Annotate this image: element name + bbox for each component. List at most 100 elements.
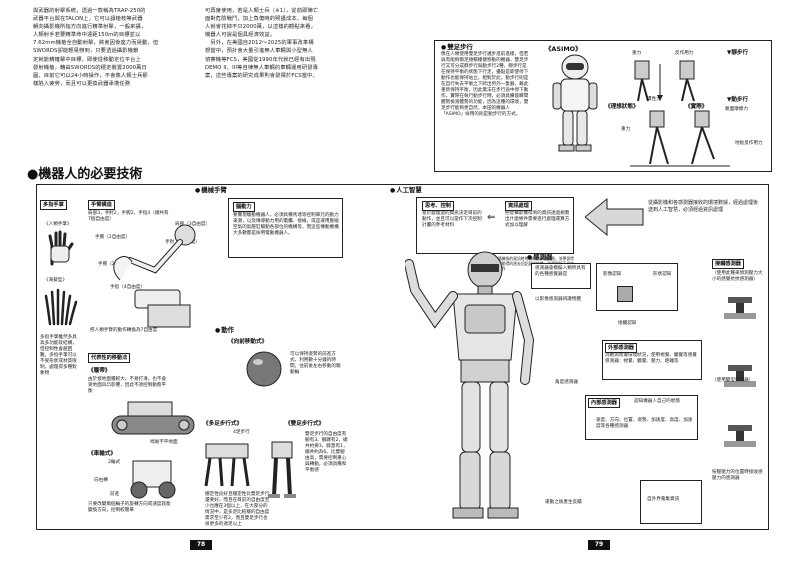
- intro-text-left: 與武器的射擊系統，透過一款稱為TRAP-250的 武器平台與在TALON上，它可…: [33, 7, 198, 88]
- strain-desc: （使用變型感測器）: [712, 378, 754, 383]
- motion-feedback-label: 運動之後產生反饋: [545, 500, 582, 505]
- dynamic-walk-diagram: [630, 110, 730, 167]
- external-sensor-desc: 為觀測周遭環境狀況，使用視覺、觸覺等感覺感測器：視覺、觸覺、壓力、距離等: [605, 353, 697, 364]
- external-sensor-box: 外部感測器 為觀測周遭環境狀況，使用視覺、觸覺等感覺感測器：視覺、觸覺、壓力、距…: [602, 340, 702, 380]
- crawler-robot-icon: [111, 401, 195, 435]
- arm-section-label: 機械手臂: [195, 185, 227, 194]
- sensor-section-label: 感測器: [527, 252, 552, 261]
- inertia-label: 慣性力: [647, 97, 661, 102]
- camera-sensor-desc: 以影像感測器辨識物體: [535, 297, 581, 302]
- intro-line: 機器人可說是個具經濟效益。: [205, 32, 276, 39]
- intro-line: 樣陷入疲勞，而且可以更換武器承擔任務: [33, 80, 131, 87]
- forward-desc: 可以保持姿勢的前進方式，利用數十分鐘的時間，往前後左右移動的驅動輪: [290, 352, 341, 375]
- intro-text-mid: 可再度使用，若是人類士兵（※1），從前即陣亡 面對危險戰鬥，加上負傷時的照護成本…: [205, 7, 365, 80]
- intro-line: 想當中，預計會大量引進無人車輛與小型無人: [205, 48, 313, 55]
- drive-box: 腦動力 要實現驅動機器人，必須具備馬達等控制單元的動力來源，以及傳導動力用的電纜…: [228, 198, 343, 258]
- biped-walk-title: 《雙足步行式》: [285, 421, 325, 427]
- bullet-icon: ●: [27, 167, 39, 182]
- biped-box: 雙足步行 像在人類使用雙足步行邁步進前進樣，但若與有能夠兩足順暢穩健移動的機器，…: [434, 40, 772, 172]
- intro-line: 面對危險戰鬥，加上負傷時的照護成本，每個: [205, 16, 313, 23]
- rough-ground-label: 崎嶇不平地面: [150, 440, 178, 445]
- dynamic-walk-label: ▼動步行: [727, 96, 748, 104]
- section-title: ●機器人的必要技術: [27, 163, 142, 182]
- contact-label: 接觸認知: [618, 321, 637, 326]
- crawler-title: 《履帶》: [88, 368, 111, 374]
- sea-anemone-label: 《海葵型》: [44, 278, 67, 283]
- joint-label-wrist: 手腕（2自由度）: [95, 235, 131, 240]
- arrow-left-icon: ⇐: [487, 212, 496, 223]
- static-walk-text: 靜步行: [731, 50, 749, 56]
- floor-reaction-label: 地板反作用力: [735, 141, 763, 146]
- intro-line: 朝向攝影機所指方向進行精準射擊，一般來講，: [33, 24, 147, 31]
- crawler-desc: 由於接地面積較大、不易打滑，也不會受地面凹凸影響，因此不須控制動態平衡: [88, 377, 167, 394]
- big-arrow-left-icon: [585, 197, 644, 237]
- ai-right-desc: 從攝影機和各感測器接收的環境數據，經過處理後送到人工智慧，必須經過資訊處理: [648, 200, 759, 213]
- triangle-icon: ▼: [727, 97, 732, 103]
- biped-body: 像在人類使用雙足步行邁步進前進樣，但若與有能夠兩足順暢穩健移動的機器，雙足步行又…: [441, 52, 529, 117]
- right-turn-label: 向右轉: [94, 478, 108, 483]
- external-sensor-title: 外部感測器: [605, 343, 637, 353]
- pressure-sensor-diagram: [724, 297, 756, 447]
- drive-title: 腦動力: [233, 202, 255, 212]
- biped-title: 雙足步行: [441, 42, 473, 51]
- page-number-left: 78: [190, 540, 212, 550]
- human-hand-label: 《人類手掌》: [44, 222, 72, 227]
- real-label: 《實際》: [685, 104, 708, 110]
- intro-line: 圓，目前它可以24小時操作，不會像人類士兵那: [33, 72, 148, 79]
- multi-leg-title: 《多足步行式》: [203, 421, 243, 427]
- intro-line: 與武器的射擊系統，透過一款稱為TRAP-250的: [33, 8, 146, 14]
- biped-robot-icon: [268, 441, 296, 498]
- world-info-box: 自外界蒐集資訊: [640, 480, 702, 524]
- intro-line: 發射機槍，藉由SWORDS的穩定裝置2000萬日: [33, 64, 147, 71]
- shape-label: 形狀認知: [653, 272, 672, 277]
- intro-line: DEMO II、III等自律無人車輛的車輛運用研發專: [205, 64, 319, 71]
- think-title: 思考、控制: [422, 201, 454, 211]
- multi-leg-count: 4足步行: [233, 430, 250, 435]
- multi-finger-label: 多指手掌: [40, 200, 67, 210]
- asimo-robot-illustration: [552, 54, 598, 152]
- static-walk-diagram: [634, 60, 695, 102]
- intro-line: 另外，在美國自2012～2025的軍事改革構: [205, 40, 314, 47]
- intro-line: 可再度使用，若是人類士兵（※1），從前即陣亡: [205, 8, 319, 14]
- recognize-label: 影像認知: [603, 272, 622, 277]
- ai-section-label: 人工智慧: [390, 185, 422, 194]
- pressure-desc: （使用此種來偵測壓力大小的感覺抗抗感測器）: [712, 271, 763, 282]
- dynamic-walk-text: 動步行: [731, 97, 749, 103]
- intro-line: 偵察機等FCS，美國從1990年代就已經有出現: [205, 56, 316, 63]
- arm-note: 把人類手臂的動作轉換為7自由度: [90, 328, 158, 333]
- think-desc: 基於處理過的資訊決定目前的動作，並且可以當作下次控制計畫的參考材料: [422, 211, 482, 228]
- sensor-intro-box: 感測器會模擬人類所具有的各種感覺器官: [531, 263, 591, 289]
- fall-gravity-label: 重力: [621, 127, 631, 132]
- internal-sensor-box: 內部感測器 認知機器人自己的狀態 速度、方向、位置、姿勢、加速度、高度、加速度等…: [585, 395, 698, 440]
- intro-line: 7.62mm機槍全自動射擊，將會因後座力而晃動，但: [33, 40, 159, 47]
- page-number-right: 79: [588, 540, 610, 550]
- joint-label-shoulder: 肩膀（3自由度）: [175, 222, 211, 227]
- section-title-text: 機器人的必要技術: [38, 167, 143, 182]
- move-methods-title: 代表性的移動法: [88, 353, 131, 363]
- human-hand-icon: [48, 230, 74, 266]
- quadruped-robot-icon: [204, 443, 250, 487]
- arm-diagram: [113, 224, 196, 328]
- intro-line: 人類射手若要精準命中遠距150m的目標並以: [33, 32, 141, 39]
- reaction-label: 反作用力: [675, 51, 694, 56]
- internal-sensor-desc: 認知機器人自己的狀態: [634, 399, 680, 404]
- sea-anemone-hand-icon: [44, 288, 78, 326]
- static-walk-label: ▼靜步行: [727, 49, 748, 57]
- pressure-title: 接觸感測器: [712, 259, 744, 269]
- intro-line: SWORDS卻能輕易辦到，只要透過攝影機鎖: [33, 48, 139, 55]
- motion-section-label: 動作: [215, 325, 234, 334]
- wheel-desc: 只要改變兩個輪子的旋轉方向或速度就能變換方向，控制較簡單: [88, 502, 171, 513]
- intro-line: 定就能精確擊中目標，即使從移動定位平台上: [33, 56, 141, 63]
- internal-sensor-detail: 速度、方向、位置、姿勢、加速度、高度、加速度等各種感測器: [596, 418, 693, 429]
- pressure-note: 按壓壓力的位置時接收感壓力的感測器: [712, 470, 763, 481]
- multi-finger-desc: 多指手掌雖然多具高多功能就結構，但控制性會越困難，多指手掌可以不受形狀或材質限制…: [40, 335, 77, 376]
- multi-leg-desc: 穩定性良好且穩定性比雙足步行還要好，而且在目前的自由度至少也應在3個以上，在大部…: [205, 492, 270, 527]
- humanoid-robot-illustration: [405, 251, 535, 519]
- forward-title: 《向前移動式》: [228, 339, 268, 345]
- gravity-label: 重力: [632, 51, 642, 56]
- intro-line: 案，這些專案的研究成果則會發揮於FCS當中。: [205, 72, 318, 79]
- world-info-text: 自外界蒐集資訊: [647, 497, 680, 502]
- sensor-desc: 感測器會模擬人類所具有的各種感覺器官: [535, 266, 586, 277]
- info-title: 資訊處理: [505, 201, 532, 211]
- internal-sensor-title: 內部感測器: [588, 398, 620, 408]
